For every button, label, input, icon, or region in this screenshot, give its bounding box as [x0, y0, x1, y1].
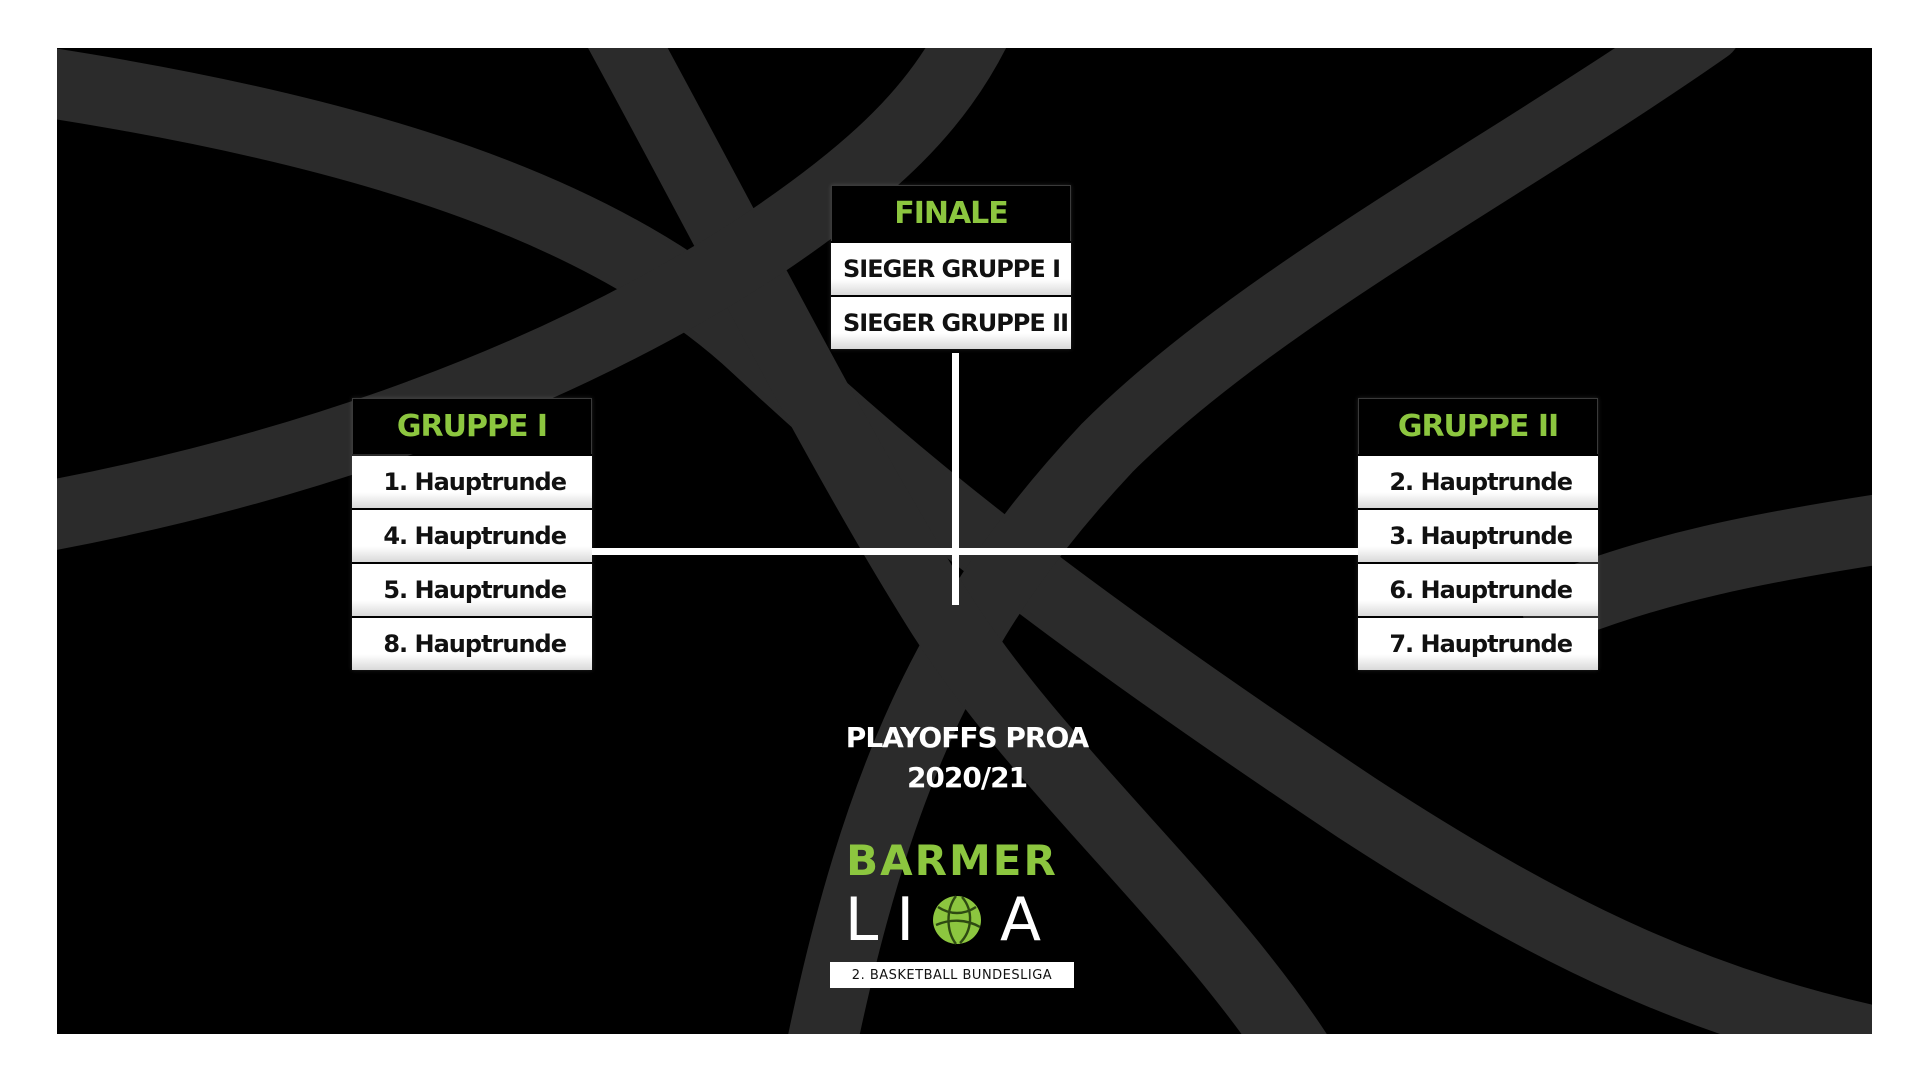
- event-title: PLAYOFFS PROA 2020/21: [757, 718, 1177, 798]
- gruppe-2-row-1: 2. Hauptrunde: [1358, 456, 1598, 508]
- connector-horizontal: [591, 548, 1363, 555]
- gruppe-1-row-4: 8. Hauptrunde: [352, 618, 592, 670]
- bracket-canvas: FINALE SIEGER GRUPPE I SIEGER GRUPPE II …: [57, 48, 1872, 1034]
- logo-liga-right: A: [1000, 885, 1060, 955]
- event-title-line-1: PLAYOFFS PROA: [845, 721, 1089, 754]
- barmer-liga-logo: BARMER LI A 2. BASKETBALL BUNDESLIGA: [830, 838, 1074, 988]
- logo-liga-text: LI A: [830, 884, 1074, 956]
- logo-liga-left: LI: [844, 885, 933, 955]
- gruppe-2-box: GRUPPE II 2. Hauptrunde 3. Hauptrunde 6.…: [1358, 398, 1598, 670]
- gruppe-2-title: GRUPPE II: [1358, 398, 1598, 454]
- basketball-lines-background: [57, 48, 1872, 1034]
- finale-box: FINALE SIEGER GRUPPE I SIEGER GRUPPE II: [831, 185, 1071, 349]
- logo-subtitle: 2. BASKETBALL BUNDESLIGA: [830, 962, 1074, 988]
- logo-brand-text: BARMER: [846, 836, 1058, 885]
- basketball-icon: [933, 895, 982, 945]
- gruppe-2-row-4: 7. Hauptrunde: [1358, 618, 1598, 670]
- connector-finale-vertical: [952, 353, 959, 605]
- gruppe-1-row-2: 4. Hauptrunde: [352, 510, 592, 562]
- gruppe-1-box: GRUPPE I 1. Hauptrunde 4. Hauptrunde 5. …: [352, 398, 592, 670]
- gruppe-2-row-2: 3. Hauptrunde: [1358, 510, 1598, 562]
- finale-title: FINALE: [831, 185, 1071, 241]
- event-title-line-2: 2020/21: [906, 761, 1028, 794]
- finale-row-2: SIEGER GRUPPE II: [831, 297, 1071, 349]
- gruppe-2-row-3: 6. Hauptrunde: [1358, 564, 1598, 616]
- gruppe-1-row-1: 1. Hauptrunde: [352, 456, 592, 508]
- finale-row-1: SIEGER GRUPPE I: [831, 243, 1071, 295]
- gruppe-1-title: GRUPPE I: [352, 398, 592, 454]
- gruppe-1-row-3: 5. Hauptrunde: [352, 564, 592, 616]
